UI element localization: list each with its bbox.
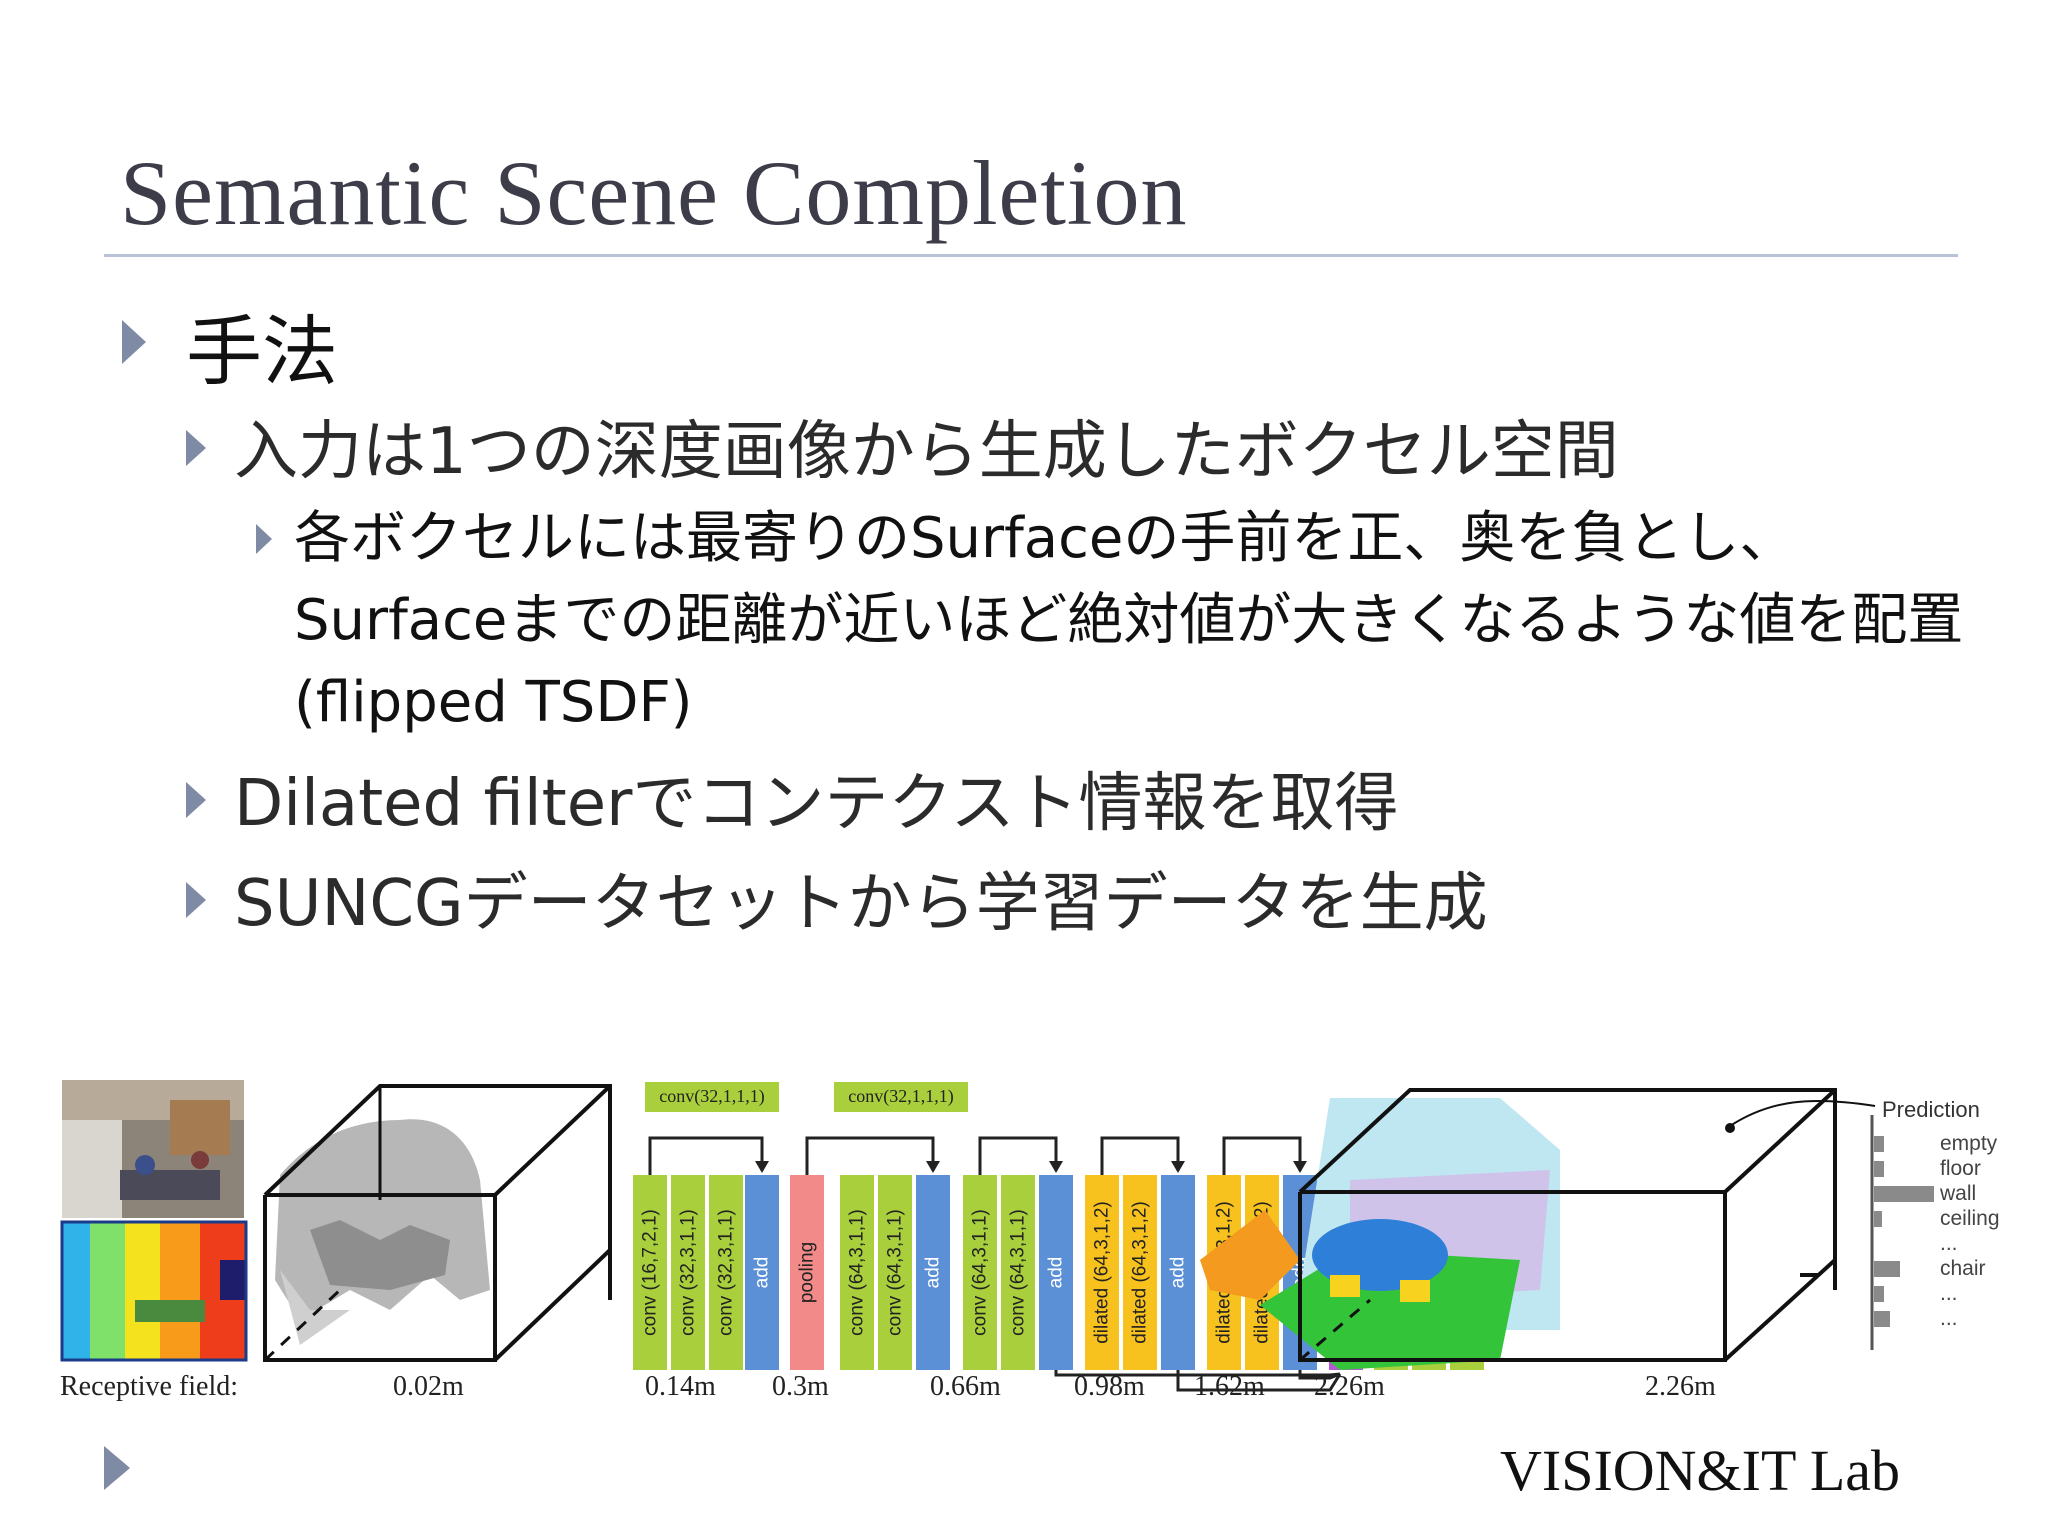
network-figure: conv (16,7,2,1) conv (32,3,1,1) conv (32,3… bbox=[50, 1060, 2020, 1420]
network-diagram: conv (16,7,2,1) conv (32,3,1,1) conv (32,3… bbox=[60, 1080, 2000, 1402]
vision-it-lab-logo: VISION&IT Lab bbox=[1500, 1438, 1900, 1503]
bullet-triangle-icon bbox=[186, 882, 206, 918]
receptive-field-value: 2.26m bbox=[1645, 1371, 1716, 1402]
layer-bar bbox=[963, 1175, 997, 1370]
depth-map bbox=[60, 1220, 248, 1362]
prediction-class: ... bbox=[1940, 1232, 1958, 1255]
bullet-dilated-text: Dilated filterでコンテクスト情報を取得 bbox=[234, 767, 1399, 841]
prediction-class: ... bbox=[1940, 1282, 1958, 1305]
prediction-class: ... bbox=[1940, 1307, 1958, 1330]
skip-arrows bbox=[648, 1136, 1342, 1392]
bullet-suncg-text: SUNCGデータセットから学習データを生成 bbox=[234, 867, 1488, 941]
layer-bar bbox=[745, 1175, 779, 1370]
receptive-field-value: 0.02m bbox=[393, 1371, 464, 1402]
prediction-bar bbox=[1874, 1311, 1890, 1327]
slide-footer-triangle-icon bbox=[104, 1446, 130, 1490]
prediction-bar bbox=[1874, 1261, 1900, 1277]
concat-arrow bbox=[1298, 1370, 1341, 1380]
layer-label: dilated (64,3,1,2) bbox=[1092, 1201, 1113, 1344]
receptive-field-value: 2.26m bbox=[1314, 1371, 1385, 1402]
receptive-field-value: 0.3m bbox=[772, 1371, 829, 1402]
layer-bar bbox=[916, 1175, 950, 1370]
layer-label: conv (32,3,1,1) bbox=[678, 1209, 699, 1336]
arrow-head-icon bbox=[755, 1161, 769, 1173]
arrow-head-icon bbox=[1293, 1161, 1307, 1173]
prediction-bar bbox=[1874, 1211, 1882, 1227]
bullet-suncg: SUNCGデータセットから学習データを生成 bbox=[186, 852, 1488, 944]
layer-label: conv (32,3,1,1) bbox=[716, 1209, 737, 1336]
prediction-class: ceiling bbox=[1940, 1207, 2000, 1230]
layer-bar bbox=[1001, 1175, 1035, 1370]
prediction-class: empty bbox=[1940, 1132, 1998, 1155]
arrow-head-icon bbox=[926, 1161, 940, 1173]
skip-arrow bbox=[648, 1136, 764, 1175]
bullet-tsdf-text: 各ボクセルには最寄りのSurfaceの手前を正、奥を負とし、Surfaceまでの… bbox=[294, 506, 1964, 735]
layer-bar bbox=[1123, 1175, 1157, 1370]
skip-conv-box bbox=[645, 1082, 779, 1112]
layer-label: add bbox=[1168, 1257, 1189, 1289]
layer-label: dilated (64,3,1,2) bbox=[1130, 1201, 1151, 1344]
layer-label: conv (64,3,1,1) bbox=[847, 1209, 868, 1336]
receptive-field-value: 0.14m bbox=[645, 1371, 716, 1402]
prediction-bar bbox=[1874, 1186, 1934, 1202]
layer-label: add bbox=[923, 1257, 944, 1289]
layer-bar bbox=[1161, 1175, 1195, 1370]
prediction-class: chair bbox=[1940, 1257, 1986, 1280]
output-voxel-cube bbox=[1200, 1088, 1876, 1370]
layer-bar bbox=[840, 1175, 874, 1370]
bullet-triangle-icon bbox=[186, 430, 206, 466]
prediction-bar bbox=[1874, 1161, 1884, 1177]
bullet-method: 手法 bbox=[122, 290, 338, 400]
skip-arrow bbox=[805, 1136, 935, 1175]
layer-label: conv (16,7,2,1) bbox=[640, 1209, 661, 1336]
prediction-bar bbox=[1874, 1136, 1884, 1152]
layer-label: add bbox=[752, 1257, 773, 1289]
layer-bar bbox=[709, 1175, 743, 1370]
bullet-input-text: 入力は1つの深度画像から生成したボクセル空間 bbox=[234, 415, 1619, 489]
layer-bar bbox=[633, 1175, 667, 1370]
layer-bar bbox=[1085, 1175, 1119, 1370]
skip-arrow bbox=[1222, 1136, 1302, 1175]
skip-conv-label: conv(32,1,1,1) bbox=[848, 1086, 953, 1107]
layer-label: pooling bbox=[797, 1242, 818, 1303]
bullet-triangle-icon bbox=[256, 524, 272, 554]
arrow-head-icon bbox=[1171, 1161, 1185, 1173]
bullet-method-text: 手法 bbox=[186, 307, 338, 396]
receptive-field-value: 0.66m bbox=[930, 1371, 1001, 1402]
bullet-triangle-icon bbox=[186, 782, 206, 818]
bullet-triangle-icon bbox=[122, 320, 146, 364]
layer-label: add bbox=[1046, 1257, 1067, 1289]
prediction-class: floor bbox=[1940, 1157, 1981, 1180]
receptive-field-value: 1.62m bbox=[1194, 1371, 1265, 1402]
skip-arrow bbox=[978, 1136, 1058, 1175]
title-divider bbox=[104, 254, 1958, 257]
input-voxel-cube bbox=[263, 1084, 612, 1362]
arrow-head-icon bbox=[1049, 1161, 1063, 1173]
bullet-input: 入力は1つの深度画像から生成したボクセル空間 bbox=[186, 400, 1619, 492]
layer-bar bbox=[790, 1175, 824, 1370]
skip-conv-label: conv(32,1,1,1) bbox=[659, 1086, 764, 1107]
concat-arrow bbox=[1176, 1370, 1342, 1392]
layer-label: conv (64,3,1,1) bbox=[970, 1209, 991, 1336]
slide-title: Semantic Scene Completion bbox=[120, 142, 1188, 244]
logo-text: VISION&IT Lab bbox=[1500, 1438, 1900, 1503]
bullet-dilated: Dilated filterでコンテクスト情報を取得 bbox=[186, 752, 1398, 844]
layer-label: conv (64,3,1,1) bbox=[1008, 1209, 1029, 1336]
skip-arrow bbox=[1100, 1136, 1180, 1175]
prediction-class: wall bbox=[1939, 1182, 1976, 1205]
prediction-title: Prediction bbox=[1882, 1097, 1980, 1122]
layer-bar bbox=[1039, 1175, 1073, 1370]
layer-bar bbox=[671, 1175, 705, 1370]
layer-bar bbox=[878, 1175, 912, 1370]
receptive-field-row: Receptive field: 0.02m 0.14m 0.3m 0.66m 0.98… bbox=[60, 1371, 1716, 1402]
prediction-bar bbox=[1874, 1286, 1884, 1302]
layer-label: conv (64,3,1,1) bbox=[885, 1209, 906, 1336]
bullet-tsdf: 各ボクセルには最寄りのSurfaceの手前を正、奥を負とし、Surfaceまでの… bbox=[256, 498, 1974, 744]
rgb-photo bbox=[62, 1080, 244, 1218]
receptive-field-label: Receptive field: bbox=[60, 1371, 238, 1402]
receptive-field-value: 0.98m bbox=[1074, 1371, 1145, 1402]
skip-conv-box bbox=[834, 1082, 968, 1112]
